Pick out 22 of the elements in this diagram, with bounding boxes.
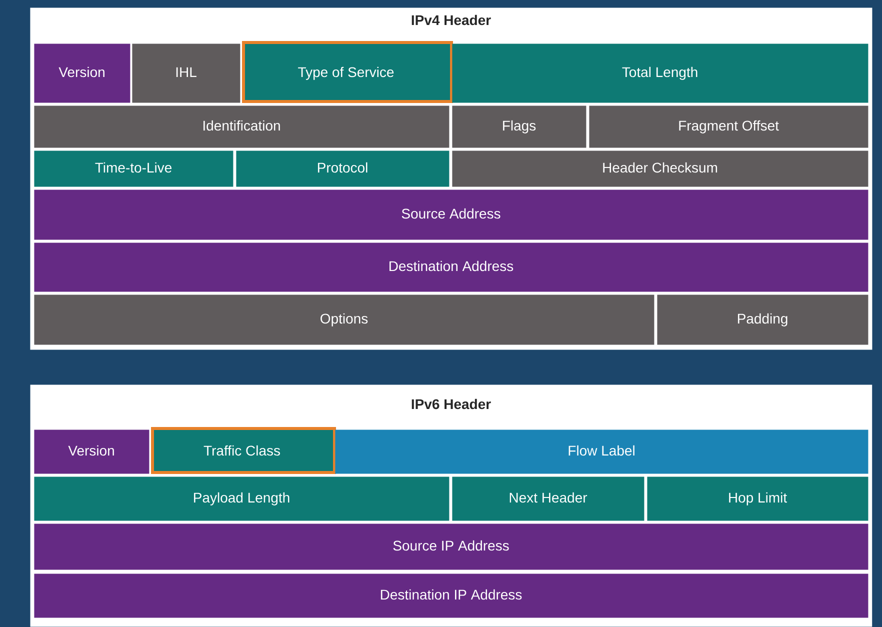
header-field: Time-to-Live: [34, 150, 234, 187]
header-field: Identification: [34, 106, 450, 148]
header-field: Flow Label: [335, 430, 868, 474]
header-field: Header Checksum: [452, 150, 868, 187]
header-field: Source Address: [34, 190, 868, 240]
header-field: Protocol: [236, 150, 450, 187]
header-field: Source IP Address: [34, 524, 868, 570]
header-field: Hop Limit: [647, 476, 868, 521]
header-field: IHL: [132, 44, 240, 103]
header-field: Padding: [657, 294, 868, 345]
header-field: Next Header: [452, 476, 644, 521]
header-field: Total Length: [452, 44, 868, 103]
header-field: Options: [34, 294, 654, 345]
header-field: Fragment Offset: [589, 106, 868, 148]
header-field: Version: [34, 44, 130, 103]
highlighted-field: Traffic Class: [151, 427, 336, 474]
header-field: Flags: [452, 106, 586, 148]
header-field: Payload Length: [34, 476, 450, 521]
header-field: Destination Address: [34, 242, 868, 292]
header-field: Destination IP Address: [34, 574, 868, 618]
header-field: Version: [34, 430, 150, 474]
highlighted-field: Type of Service: [242, 41, 453, 103]
